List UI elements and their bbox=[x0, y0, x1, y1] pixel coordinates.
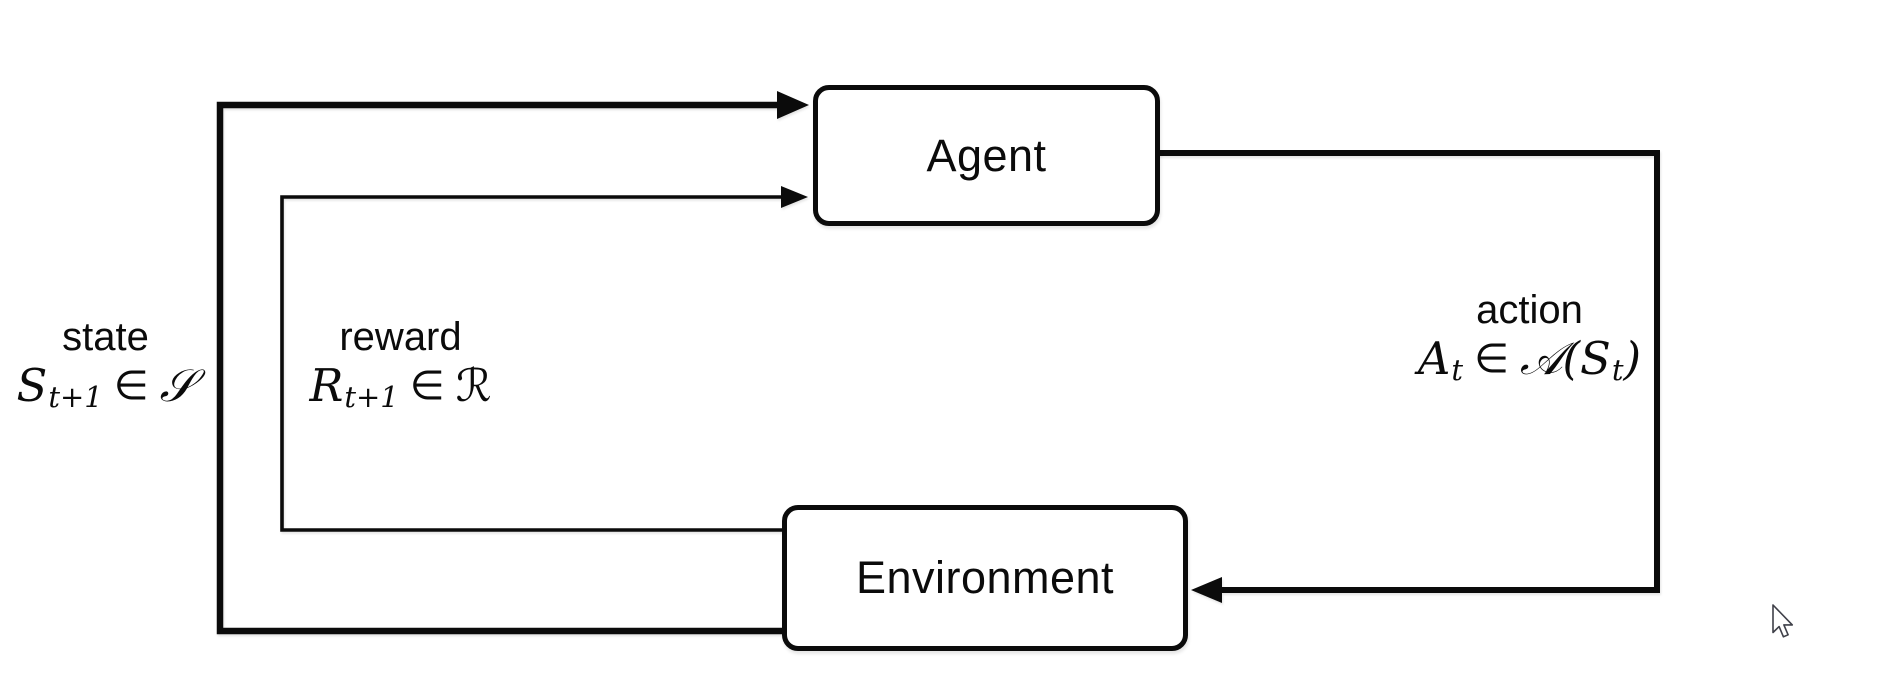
state-edge-label: state St+1 ∈𝒮 bbox=[8, 315, 203, 412]
action-word: action bbox=[1476, 288, 1583, 332]
reward-subscript: t+1 bbox=[344, 380, 399, 415]
reward-formula: Rt+1∈ℛ bbox=[309, 363, 491, 412]
state-arrowhead-icon bbox=[777, 91, 809, 119]
reward-arrowhead-icon bbox=[781, 186, 808, 208]
element-of-symbol: ∈ bbox=[1474, 336, 1509, 382]
agent-node: Agent bbox=[813, 85, 1160, 226]
mouse-cursor-icon bbox=[1772, 604, 1794, 638]
action-variable: A bbox=[1417, 332, 1451, 385]
state-formula: St+1∈𝒮 bbox=[17, 363, 195, 412]
action-arrowhead-icon bbox=[1191, 577, 1222, 603]
reward-edge-label: reward Rt+1 ∈ℛ bbox=[293, 315, 508, 412]
agent-node-label: Agent bbox=[926, 129, 1047, 181]
state-word: state bbox=[62, 315, 149, 359]
state-set-symbol: 𝒮 bbox=[159, 359, 195, 412]
reward-loop-line bbox=[280, 195, 786, 532]
element-of-symbol: ∈ bbox=[409, 363, 445, 409]
environment-node-label: Environment bbox=[855, 552, 1115, 603]
open-paren: ( bbox=[1562, 332, 1581, 385]
action-formula: At∈𝒜(St) bbox=[1418, 336, 1641, 385]
reward-set-symbol: ℛ bbox=[455, 359, 492, 412]
state-subscript: t+1 bbox=[48, 380, 103, 415]
reward-variable: R bbox=[309, 359, 344, 412]
action-arg-variable: S bbox=[1580, 332, 1611, 385]
action-arg-subscript: t bbox=[1611, 353, 1624, 388]
action-edge-label: action At ∈𝒜(St) bbox=[1412, 288, 1647, 385]
close-paren: ) bbox=[1623, 332, 1642, 385]
element-of-symbol: ∈ bbox=[113, 363, 149, 409]
environment-node: Environment bbox=[782, 505, 1188, 651]
state-loop-line bbox=[216, 101, 784, 635]
state-variable: S bbox=[16, 359, 48, 412]
action-loop-line bbox=[1158, 150, 1660, 593]
action-set-symbol: 𝒜 bbox=[1519, 332, 1563, 385]
reward-word: reward bbox=[339, 315, 462, 359]
action-subscript: t bbox=[1451, 353, 1464, 388]
